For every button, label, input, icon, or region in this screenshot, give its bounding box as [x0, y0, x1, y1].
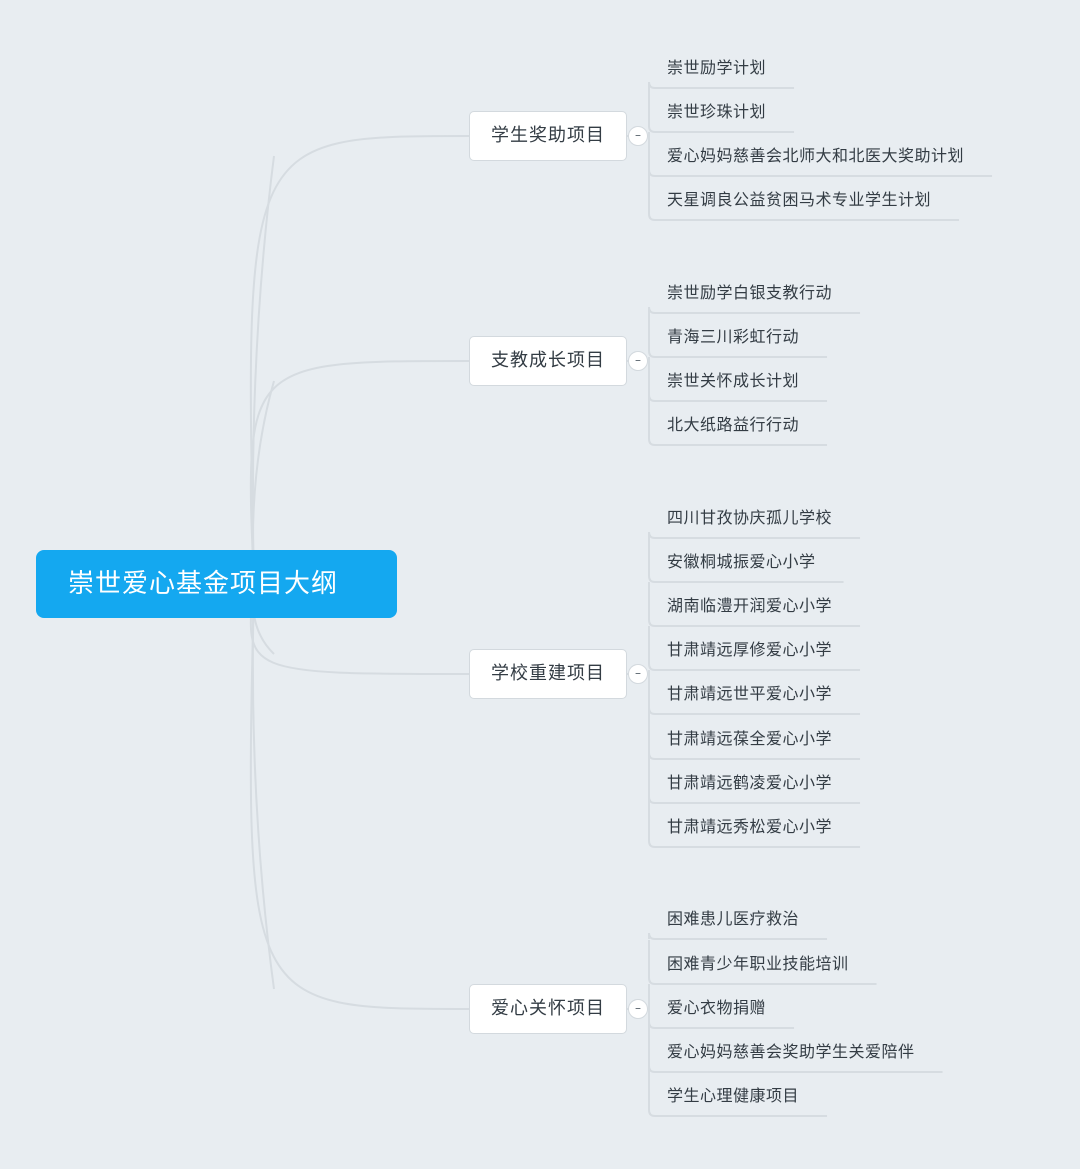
root-to-branch-curve-extra: [251, 583, 275, 990]
leaf-topic[interactable]: 困难患儿医疗救治: [667, 909, 800, 928]
leaf-topic[interactable]: 天星调良公益贫困马术专业学生计划: [667, 190, 932, 209]
leaf-topic[interactable]: 四川甘孜协庆孤儿学校: [667, 508, 833, 527]
leaf-topic[interactable]: 青海三川彩虹行动: [667, 327, 800, 346]
collapse-toggle-care[interactable]: –: [628, 999, 648, 1019]
leaf-connector: [648, 538, 656, 583]
leaf-topic[interactable]: 甘肃靖远鹤凌爱心小学: [667, 773, 833, 792]
leaf-topic[interactable]: 北大纸路益行行动: [667, 415, 800, 434]
leaf-topic[interactable]: 崇世关怀成长计划: [667, 371, 800, 390]
branch-topic-care[interactable]: 爱心关怀项目: [469, 984, 627, 1034]
branch-topic-teaching[interactable]: 支教成长项目: [469, 336, 627, 386]
leaf-topic[interactable]: 爱心妈妈慈善会奖助学生关爱陪伴: [667, 1042, 915, 1061]
leaf-topic[interactable]: 崇世珍珠计划: [667, 102, 767, 121]
leaf-connector: [648, 313, 656, 358]
leaf-topic[interactable]: 困难青少年职业技能培训: [667, 954, 849, 973]
leaf-connector: [648, 932, 656, 940]
root-to-branch-connector: [249, 583, 470, 1010]
branch-topic-school-rebuild[interactable]: 学校重建项目: [469, 649, 627, 699]
leaf-connector: [648, 626, 656, 671]
leaf-connector: [648, 88, 656, 133]
leaf-topic[interactable]: 甘肃靖远葆全爱心小学: [667, 729, 833, 748]
leaf-topic[interactable]: 甘肃靖远秀松爱心小学: [667, 817, 833, 836]
leaf-topic[interactable]: 学生心理健康项目: [667, 1086, 800, 1105]
leaf-topic[interactable]: 安徽桐城振爱心小学: [667, 552, 816, 571]
collapse-toggle-school-rebuild[interactable]: –: [628, 664, 648, 684]
leaf-connector: [648, 81, 656, 89]
leaf-connector: [648, 940, 656, 985]
leaf-topic[interactable]: 甘肃靖远厚修爱心小学: [667, 640, 833, 659]
collapse-toggle-teaching[interactable]: –: [628, 351, 648, 371]
leaf-connector: [648, 1009, 656, 1117]
leaf-topic[interactable]: 甘肃靖远世平爱心小学: [667, 684, 833, 703]
leaf-topic[interactable]: 崇世励学计划: [667, 58, 767, 77]
leaf-topic[interactable]: 崇世励学白银支教行动: [667, 283, 833, 302]
leaf-topic[interactable]: 爱心衣物捐赠: [667, 998, 767, 1017]
leaf-connector: [648, 361, 656, 446]
collapse-toggle-student-aid[interactable]: –: [628, 126, 648, 146]
leaf-connector: [648, 582, 656, 627]
leaf-connector: [648, 531, 656, 539]
leaf-connector: [648, 306, 656, 314]
root-to-branch-connector: [249, 135, 470, 585]
root-topic[interactable]: 崇世爱心基金项目大纲: [36, 550, 397, 618]
leaf-connector: [648, 136, 656, 221]
leaf-topic[interactable]: 爱心妈妈慈善会北师大和北医大奖助计划: [667, 146, 965, 165]
root-to-branch-connector: [249, 360, 470, 585]
leaf-connector: [648, 674, 656, 848]
branch-topic-student-aid[interactable]: 学生奖助项目: [469, 111, 627, 161]
leaf-topic[interactable]: 湖南临澧开润爱心小学: [667, 596, 833, 615]
